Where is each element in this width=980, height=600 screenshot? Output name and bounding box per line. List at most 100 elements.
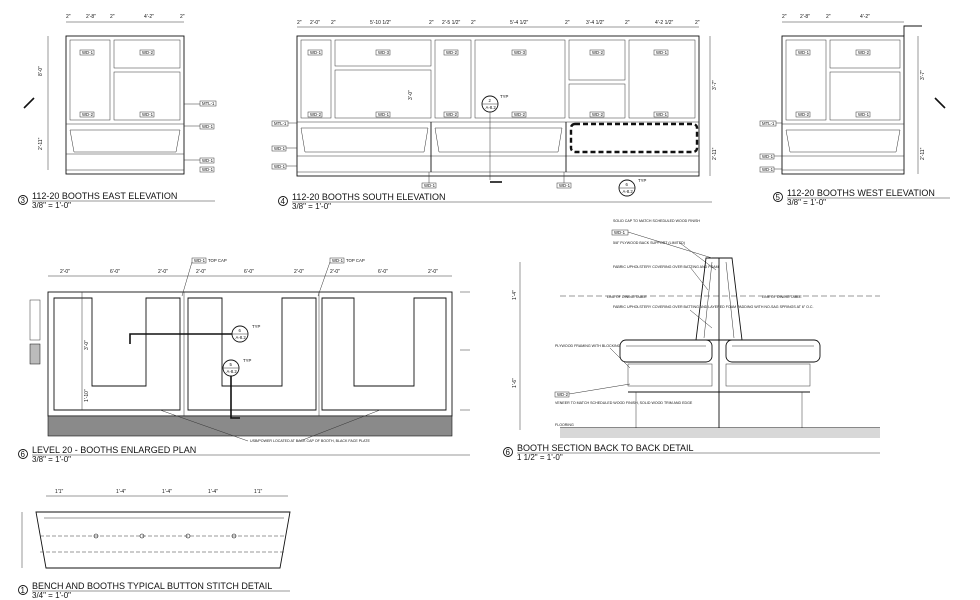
tag-wd1: WD-1: [762, 167, 774, 172]
south-dim-1: 2": [297, 20, 302, 26]
south-dim-5: 2": [429, 20, 434, 26]
tag-wd1: WD-1: [142, 112, 154, 117]
plan-dim-1: 2'-0": [60, 269, 70, 275]
section-vert-dim-2: 1'-6": [512, 378, 518, 388]
top-cap-label: TOP CAP: [346, 258, 365, 263]
stitch-dim-2: 1'-4": [116, 489, 126, 495]
tag-mtl1: MTL-1: [762, 121, 775, 126]
tag-wd3: WD-3: [378, 50, 390, 55]
tag-wd2: WD-2: [798, 112, 810, 117]
plan-section-marker-a[interactable]: 6 A-8.2 TYP: [129, 324, 260, 344]
plan-dim-4: 2'-0": [196, 269, 206, 275]
south-highlight-booth: [569, 122, 699, 154]
south-inner-dim: 3'-0": [408, 90, 414, 100]
west-vert-dim: 3'-7": [920, 70, 926, 80]
plan-marker-b-sheet: A-8.2: [227, 369, 238, 374]
marker-6-typ: TYP: [638, 178, 646, 183]
plan-marker-b-typ: TYP: [243, 358, 251, 363]
plan-view-title: LEVEL 20 - BOOTHS ENLARGED PLAN: [32, 445, 196, 455]
tag-wd2: WD-2: [446, 50, 458, 55]
west-elevation-view: 2" 2'-8" 2" 4'-2" 3'-7" 2'-11" WD-1 WD-2…: [759, 14, 950, 207]
section-marker-6[interactable]: 6 A-8.2 TYP: [618, 178, 646, 197]
tag-wd1: WD-1: [614, 230, 626, 235]
east-dim-5: 2": [180, 14, 185, 20]
marker-2-typ: TYP: [500, 94, 508, 99]
section-view-number: 6: [506, 448, 511, 457]
stitch-view-title: BENCH AND BOOTHS TYPICAL BUTTON STITCH D…: [32, 581, 272, 591]
east-view-scale: 3/8" = 1'-0": [32, 201, 71, 210]
south-dim-12: 4'-2 1/2": [655, 20, 674, 26]
tag-wd2: WD-2: [592, 112, 604, 117]
tag-wd2: WD-2: [446, 112, 458, 117]
west-dim-3: 2": [826, 14, 831, 20]
tag-wd3: WD-3: [514, 50, 526, 55]
marker-2-number: 2: [489, 98, 492, 103]
tag-wd2: WD-2: [142, 50, 154, 55]
west-view-number: 5: [776, 193, 781, 202]
tag-wd1: WD-1: [762, 154, 774, 159]
south-dim-2: 2'-0": [310, 20, 320, 26]
plywood-back-note: 5/8" PLYWOOD BACK SUPPORT (LIMITED): [613, 241, 685, 245]
east-view-number: 3: [21, 196, 26, 205]
plywood-framing-note: PLYWOOD FRAMING WITH BLOCKING: [555, 344, 621, 348]
plan-dim-9: 2'-0": [428, 269, 438, 275]
tag-wd1: WD-1: [274, 164, 286, 169]
tag-wd1: WD-1: [798, 50, 810, 55]
tag-wd1: WD-1: [656, 112, 668, 117]
east-dim-string: 2" 2'-8" 2" 4'-2" 2": [66, 14, 185, 23]
marker-6-sheet: A-8.2: [623, 189, 634, 194]
plan-marker-a-sheet: A-8.2: [236, 335, 247, 340]
south-dim-4: 5'-10 1/2": [370, 20, 391, 26]
west-dim-2: 2'-8": [800, 14, 810, 20]
south-dim-9: 2": [565, 20, 570, 26]
stitch-dim-5: 1'1": [254, 489, 263, 495]
plan-dim-3: 2'-0": [158, 269, 168, 275]
plan-marker-a-typ: TYP: [252, 324, 260, 329]
button-stitch-view: 1'1" 1'-4" 1'-4" 1'-4" 1'1" 1 BENCH AND …: [18, 489, 291, 600]
tag-wd2: WD-2: [310, 112, 322, 117]
east-dim-3: 2": [110, 14, 115, 20]
fabric-a-note: FABRIC UPHOLSTERY COVERING OVER BATTING …: [613, 265, 719, 269]
tag-mtl1: MTL-1: [274, 121, 287, 126]
plan-section-marker-b[interactable]: 5 A-8.2 TYP: [222, 358, 251, 419]
south-dim-11: 2": [625, 20, 630, 26]
tag-wd1: WD-1: [82, 50, 94, 55]
south-view-scale: 3/8" = 1'-0": [292, 202, 331, 211]
tag-wd1: WD-1: [310, 50, 322, 55]
south-dim-3: 2": [331, 20, 336, 26]
plan-dim-6: 2'-0": [294, 269, 304, 275]
east-vert-dim-2: 2'-11": [38, 137, 44, 150]
tag-wd1: WD-1: [194, 258, 206, 263]
west-vert-dim-2: 2'-11": [920, 147, 926, 160]
section-view-title: BOOTH SECTION BACK TO BACK DETAIL: [517, 443, 694, 453]
south-view-title: 112-20 BOOTHS SOUTH ELEVATION: [292, 192, 446, 202]
south-vert-dim-2: 2'-11": [712, 147, 718, 160]
plan-dim-7: 2'-0": [330, 269, 340, 275]
east-dim-2: 2'-8": [86, 14, 96, 20]
plan-dim-2: 6'-0": [110, 269, 120, 275]
east-dim-4: 4'-2": [144, 14, 154, 20]
south-view-number: 4: [281, 197, 286, 206]
section-vert-dim: 1'-4": [512, 290, 518, 300]
stitch-view-number: 1: [21, 586, 26, 595]
marker-2-sheet: A-8.2: [486, 105, 497, 110]
tag-wd1: WD-1: [332, 258, 344, 263]
usb-power-note: USB/POWER LOCATED AT BACK CAP OF BOOTH, …: [250, 439, 370, 443]
south-dim-8: 5'-4 1/2": [510, 20, 529, 26]
tag-wd2: WD-2: [514, 112, 526, 117]
west-dim-1: 2": [782, 14, 787, 20]
dining-line-right-note: LINE OF DINING TABLE: [762, 295, 802, 299]
tag-wd1: WD-1: [424, 183, 436, 188]
plan-vert-dim-2: 1'-10": [84, 389, 90, 402]
stitch-dim-3: 1'-4": [162, 489, 172, 495]
top-cap-label: TOP CAP: [208, 258, 227, 263]
section-marker-2[interactable]: 2 A-8.2 TYP: [481, 94, 508, 183]
tag-wd2: WD-2: [557, 392, 569, 397]
west-view-title: 112-20 BOOTHS WEST ELEVATION: [787, 188, 935, 198]
tag-wd2: WD-2: [82, 112, 94, 117]
marker-6-number: 6: [626, 182, 629, 187]
east-dim-1: 2": [66, 14, 71, 20]
south-dim-6: 2'-5 1/2": [442, 20, 461, 26]
south-elevation-view: 2" 2'-0" 2" 5'-10 1/2" 2" 2'-5 1/2" 2" 5…: [271, 20, 718, 211]
